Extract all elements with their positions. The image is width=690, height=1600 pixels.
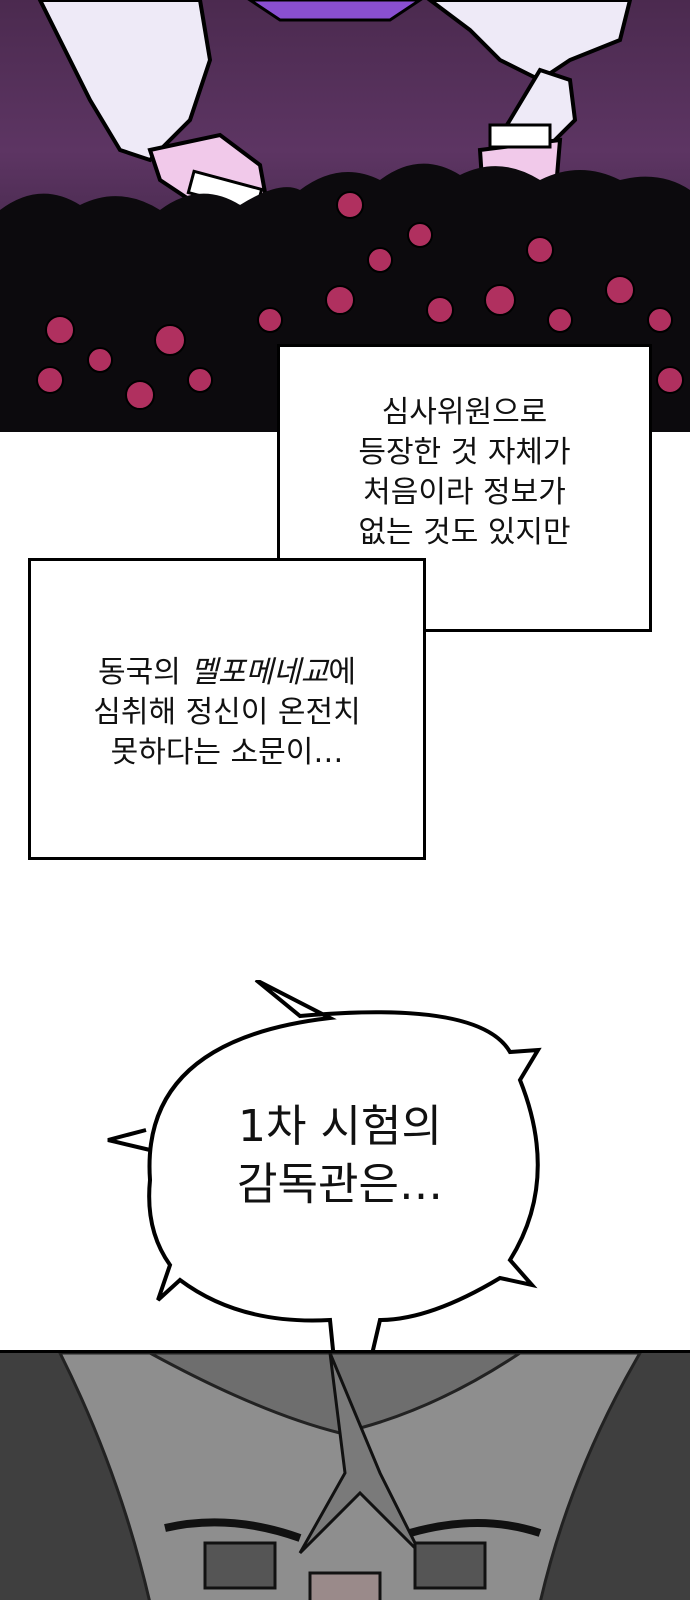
speech-bubble: 1차 시험의 감독관은… xyxy=(0,980,690,1360)
narration-text: 동국의 xyxy=(98,655,191,690)
narration-line: 심취해 정신이 온전치 xyxy=(93,695,361,730)
narration-line: 동국의 멜포메네교에 xyxy=(31,653,423,693)
character-face-panel xyxy=(0,1350,690,1600)
narration-line: 심사위원으로 xyxy=(381,395,548,430)
narration-line: 없는 것도 있지만 xyxy=(358,515,571,550)
speech-line: 감독관은… xyxy=(237,1159,443,1210)
narration-line: 처음이라 정보가 xyxy=(363,475,566,510)
character-face-illustration xyxy=(0,1353,690,1600)
speech-bubble-shape xyxy=(107,980,542,1360)
narration-box-2: 동국의 멜포메네교에 심취해 정신이 온전치 못하다는 소문이… xyxy=(28,558,426,860)
narration-line: 못하다는 소문이… xyxy=(110,735,344,770)
emphasized-term: 멜포메네교 xyxy=(190,655,329,690)
speech-line: 1차 시험의 xyxy=(238,1101,442,1152)
speech-bubble-text: 1차 시험의 감독관은… xyxy=(140,1098,540,1214)
narration-line: 등장한 것 자체가 xyxy=(358,435,571,470)
narration-text: 에 xyxy=(328,655,356,690)
